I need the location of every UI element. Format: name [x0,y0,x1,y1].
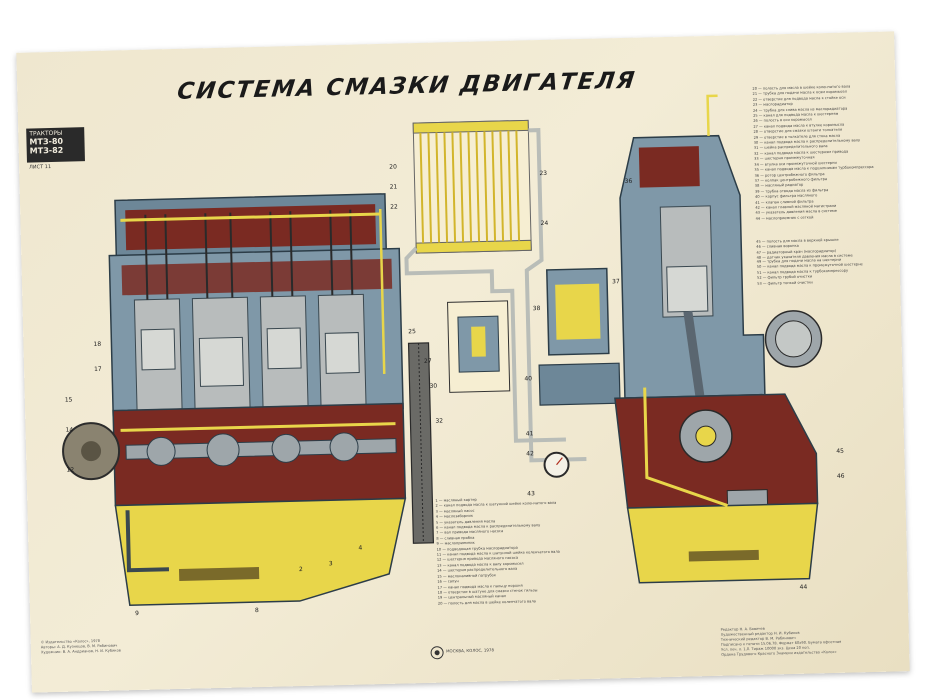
svg-text:32: 32 [435,418,443,425]
svg-text:22: 22 [390,204,398,211]
svg-text:38: 38 [533,305,541,312]
svg-text:40: 40 [524,375,532,382]
svg-text:45: 45 [836,448,844,455]
svg-text:17: 17 [94,366,102,373]
engine-illustration: 20 21 22 23 24 25 27 30 32 18 17 15 14 1… [62,94,845,660]
engine-longitudinal-section [62,193,435,606]
svg-text:41: 41 [526,430,534,437]
legend-right-main: 20 — полость для масла в шейке коленчато… [752,84,885,222]
svg-text:18: 18 [93,341,101,348]
svg-text:4: 4 [358,545,362,552]
svg-text:9: 9 [135,610,139,617]
oil-pipes [404,128,587,463]
svg-text:43: 43 [527,490,535,497]
publisher-logo-icon [430,646,444,660]
flywheel-icon [407,342,435,544]
engine-transverse-section [538,94,823,584]
svg-text:21: 21 [390,184,398,191]
svg-text:15: 15 [65,397,73,404]
svg-text:12: 12 [66,467,74,474]
svg-text:2: 2 [299,566,303,573]
svg-text:25: 25 [408,328,416,335]
svg-text:27: 27 [424,358,432,365]
svg-text:24: 24 [541,220,549,227]
svg-text:23: 23 [539,170,547,177]
pressure-gauge-icon [543,451,570,478]
svg-text:3: 3 [329,560,333,567]
svg-text:42: 42 [526,450,534,457]
svg-text:46: 46 [837,473,845,480]
svg-text:30: 30 [429,383,437,390]
svg-text:14: 14 [65,427,73,434]
poster: СИСТЕМА СМАЗКИ ДВИГАТЕЛЯ ТРАКТОРЫ МТЗ-80… [16,31,910,693]
svg-text:37: 37 [612,278,620,285]
legend-right-lower: 49 — трубка для подачи масла на шестерни… [757,257,888,287]
callout-numbers: 20 21 22 23 24 25 27 30 32 18 17 15 14 1… [65,164,845,618]
oil-radiator [412,119,532,254]
svg-text:8: 8 [255,607,259,614]
svg-text:44: 44 [800,584,808,591]
detail-inset [447,300,511,393]
svg-text:36: 36 [625,178,633,185]
svg-text:20: 20 [389,164,397,171]
